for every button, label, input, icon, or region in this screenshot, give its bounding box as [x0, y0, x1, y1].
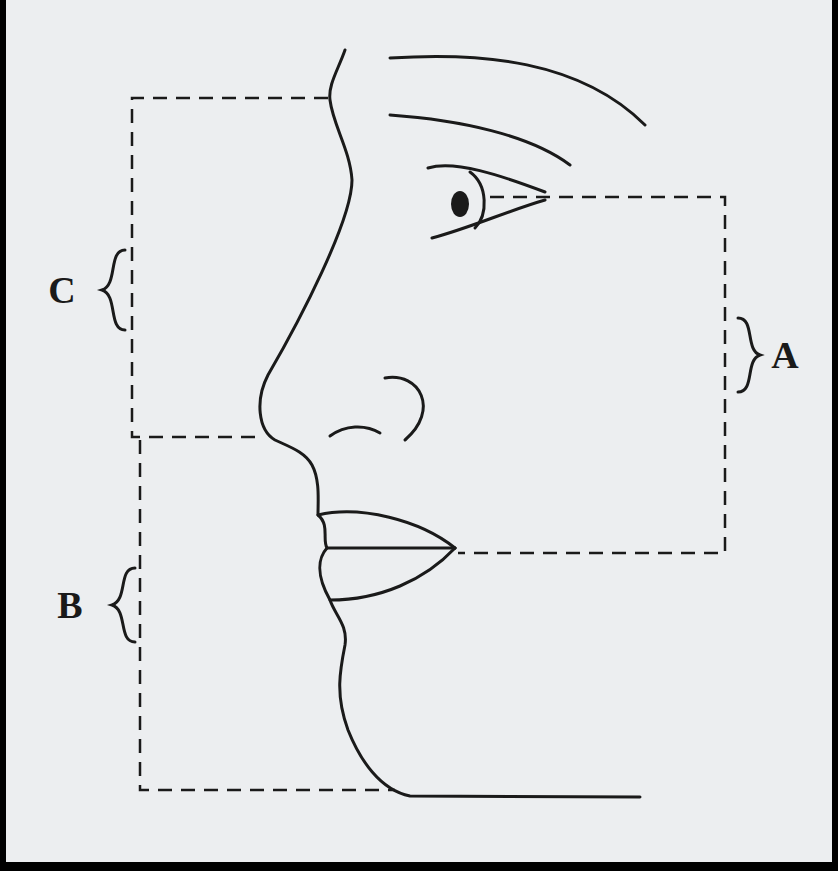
eyebrow — [390, 56, 645, 125]
brace-b — [112, 568, 135, 642]
dimension-line-b — [140, 440, 395, 790]
brace-c — [102, 250, 125, 330]
nose-wing — [330, 427, 380, 436]
dimension-label: C — [48, 271, 75, 309]
upper-eyelid — [428, 166, 545, 192]
iris — [470, 172, 484, 228]
dimension-line-c — [132, 98, 328, 437]
dimension-label: A — [771, 336, 798, 374]
lower-lip — [330, 548, 455, 600]
dimension-line-a — [458, 197, 725, 553]
upper-lip — [318, 512, 455, 548]
nostril — [385, 377, 423, 440]
dimension-label: B — [57, 586, 82, 624]
profile-line — [260, 50, 640, 797]
brace-a — [738, 318, 760, 392]
eyelid-crease — [390, 115, 570, 165]
lip-line — [327, 547, 455, 550]
pupil — [451, 191, 469, 217]
lower-eyelid — [432, 200, 545, 238]
paper-ground — [6, 0, 832, 862]
